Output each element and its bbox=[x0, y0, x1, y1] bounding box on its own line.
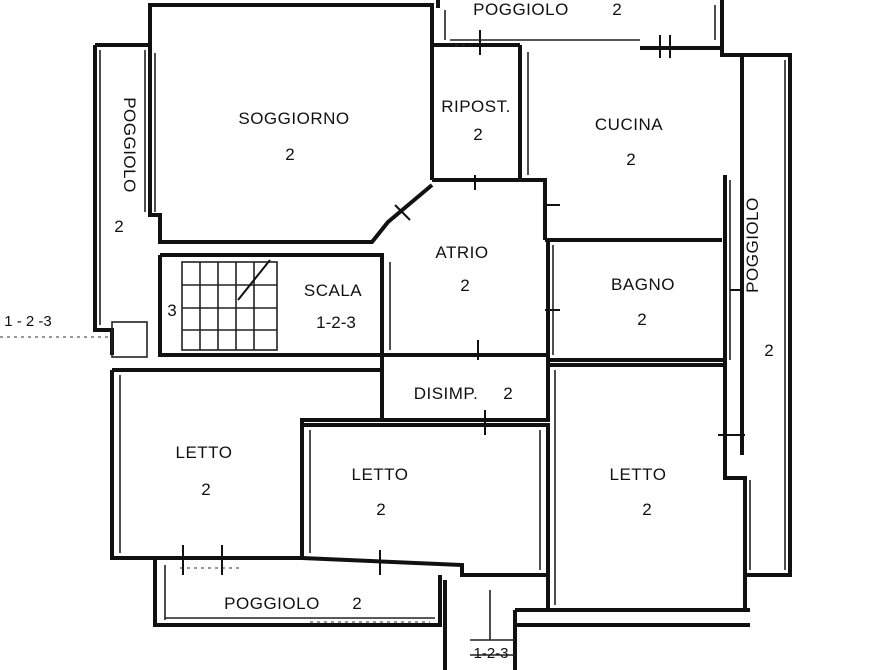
wall-bottom-balcony bbox=[153, 560, 442, 627]
walls bbox=[93, 0, 792, 670]
room-letto-mid-name: LETTO bbox=[352, 465, 409, 484]
shaft-left-annotation: 1 - 2 -3 bbox=[4, 313, 52, 330]
room-letto-right-name: LETTO bbox=[610, 465, 667, 484]
room-scala-name: SCALA bbox=[304, 281, 362, 300]
bottom-stair bbox=[470, 590, 515, 656]
room-letto-left-name: LETTO bbox=[176, 443, 233, 462]
room-bagno-level: 2 bbox=[637, 310, 646, 329]
room-disimpegno-level: 2 bbox=[503, 384, 512, 403]
bottom-stair-annotation: 1-2-3 bbox=[473, 645, 508, 662]
balcony-right-name: POGGIOLO bbox=[743, 197, 762, 293]
balcony-left-name: POGGIOLO bbox=[120, 97, 139, 193]
room-ripostiglio-level: 2 bbox=[473, 125, 482, 144]
balcony-bottom-name: POGGIOLO bbox=[224, 594, 320, 613]
room-disimpegno-name: DISIMP. bbox=[414, 384, 479, 403]
room-letto-right-level: 2 bbox=[642, 500, 651, 519]
room-letto-mid-level: 2 bbox=[376, 500, 385, 519]
wall-bagno bbox=[546, 240, 725, 362]
wall-left-balcony bbox=[93, 45, 114, 355]
room-scala-level: 1-2-3 bbox=[316, 313, 356, 332]
dashed-lines bbox=[0, 44, 470, 623]
wall-soggiorno-outer bbox=[95, 3, 434, 55]
room-soggiorno-name: SOGGIORNO bbox=[238, 109, 349, 128]
room-ripostiglio-name: RIPOST. bbox=[441, 97, 511, 116]
room-letto-left-level: 2 bbox=[201, 480, 210, 499]
room-bagno-name: BAGNO bbox=[611, 275, 675, 294]
staircase bbox=[111, 259, 278, 358]
room-cucina-name: CUCINA bbox=[595, 115, 663, 134]
room-atrio-level: 2 bbox=[460, 276, 469, 295]
balcony-top-name: POGGIOLO bbox=[473, 0, 569, 19]
room-scala-side-number: 3 bbox=[167, 301, 176, 320]
wall-soggiorno-inner bbox=[148, 45, 434, 244]
room-cucina-level: 2 bbox=[626, 150, 635, 169]
balcony-right-level: 2 bbox=[764, 341, 773, 360]
door-marks bbox=[182, 30, 745, 575]
balcony-bottom-level: 2 bbox=[352, 594, 361, 613]
room-atrio-name: ATRIO bbox=[435, 243, 488, 262]
wall-letto-left bbox=[110, 368, 384, 560]
balcony-left-level: 2 bbox=[114, 217, 123, 236]
wall-letto-right bbox=[546, 363, 747, 612]
wall-cucina-right bbox=[640, 46, 744, 175]
wall-stair-enclosure bbox=[158, 253, 384, 357]
room-soggiorno-level: 2 bbox=[285, 145, 294, 164]
balcony-rails bbox=[99, 5, 786, 620]
wall-letto-mid bbox=[301, 423, 550, 577]
wall-cucina bbox=[518, 45, 547, 240]
balcony-top-level: 2 bbox=[612, 0, 621, 19]
wall-top-balcony bbox=[430, 5, 520, 47]
